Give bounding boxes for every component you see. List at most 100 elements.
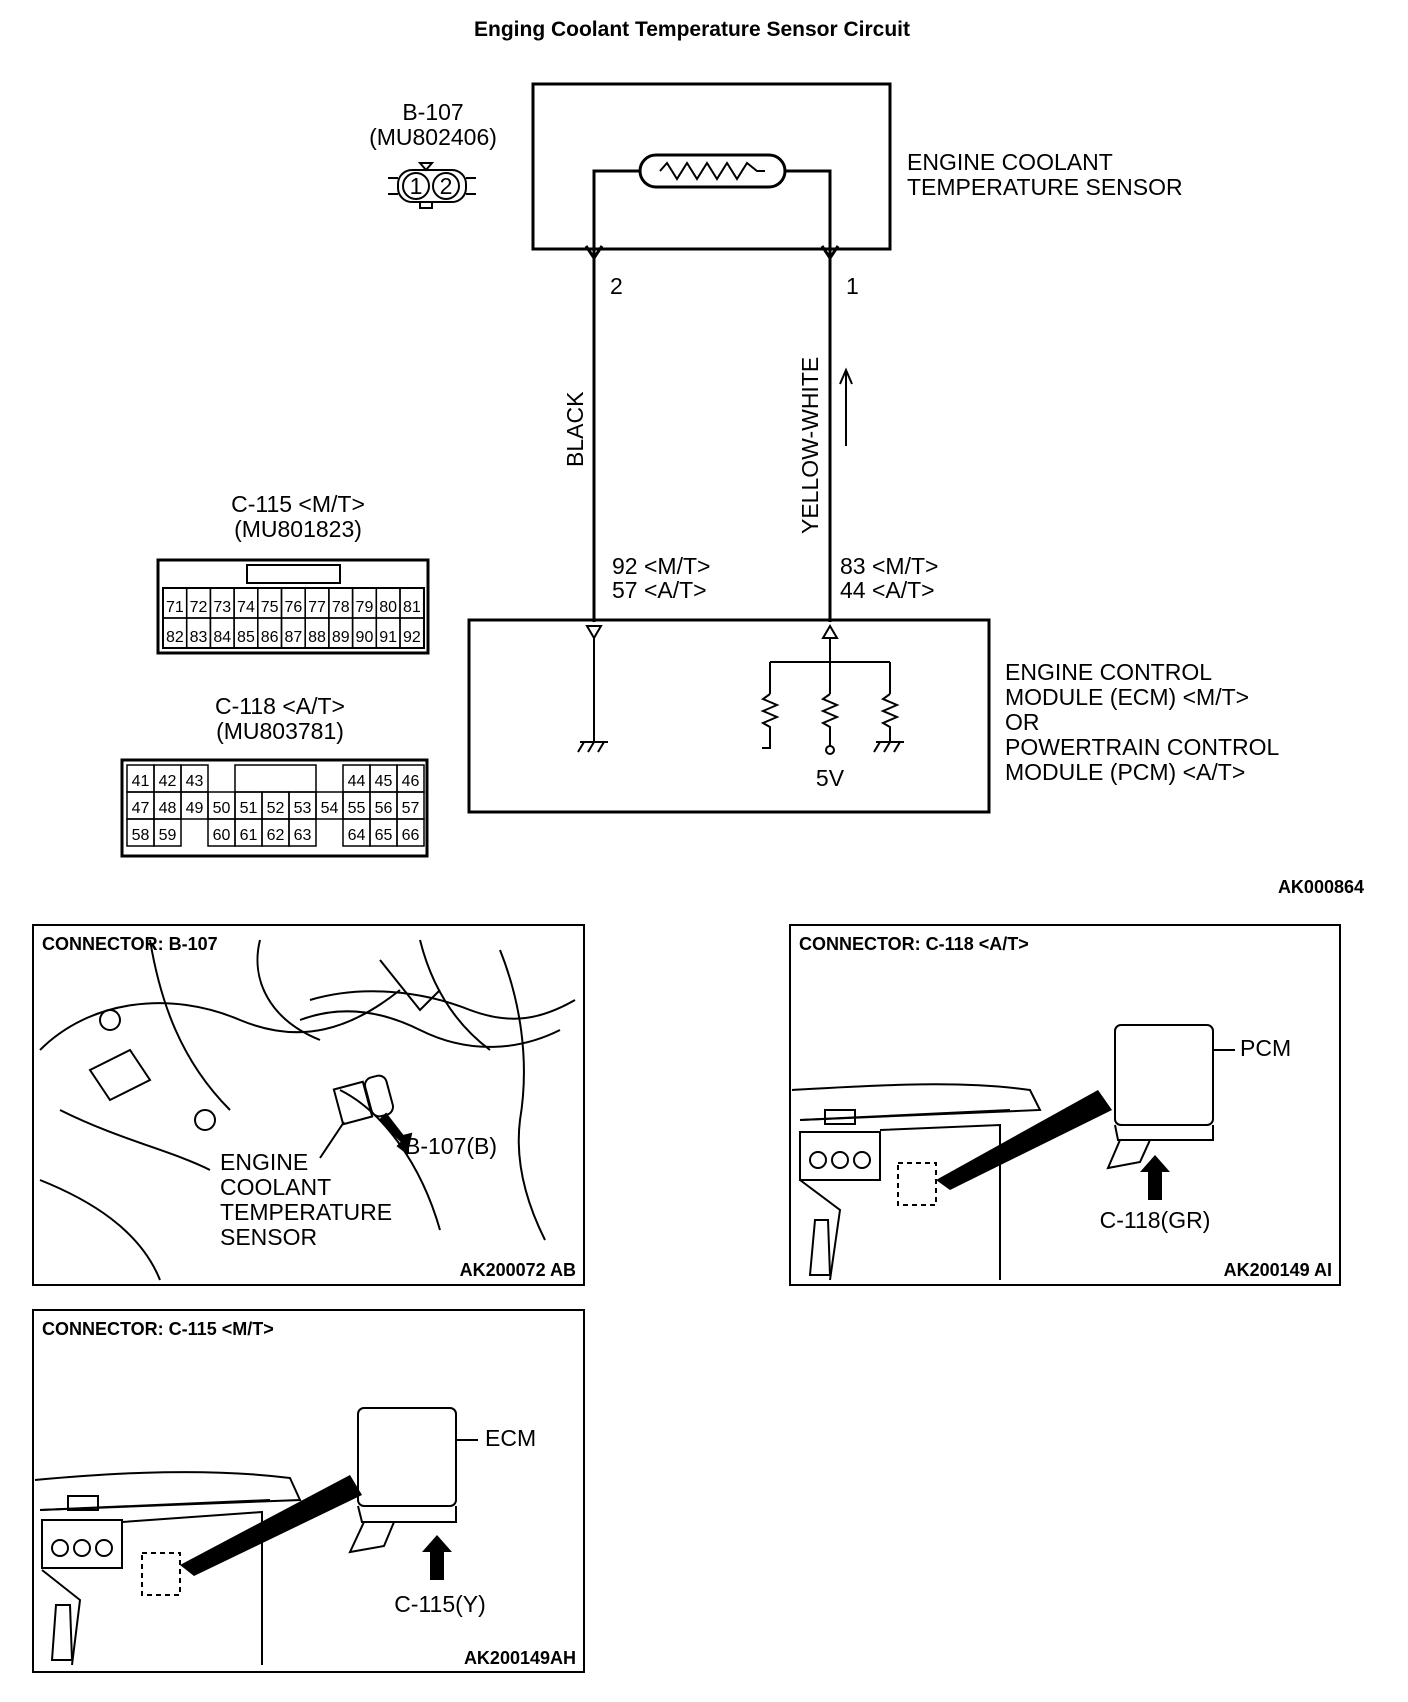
dashboard-illustration bbox=[791, 1083, 1042, 1281]
panel-c118-code: AK200149 AI bbox=[1224, 1260, 1332, 1280]
diagram-title: Enging Coolant Temperature Sensor Circui… bbox=[474, 18, 910, 41]
c115-pin-75: 75 bbox=[261, 599, 279, 616]
panel-b107-label-1: ENGINE bbox=[220, 1149, 308, 1175]
panel-b107-label-2: COOLANT bbox=[220, 1174, 331, 1200]
c118-pin-41: 41 bbox=[132, 773, 150, 790]
c118-pin-55: 55 bbox=[348, 800, 366, 817]
c118-pin-58: 58 bbox=[132, 827, 150, 844]
panel-b107: CONNECTOR: B-107 B-107(B) ENGINE COOLANT… bbox=[32, 924, 585, 1286]
connector-b107-symbol: B-107 (MU802406) 1 2 bbox=[369, 99, 497, 209]
ecm-label-line-3: OR bbox=[1005, 709, 1040, 735]
ecm-module: 5V bbox=[467, 618, 991, 814]
c115-pin-90: 90 bbox=[356, 629, 374, 646]
ecm-label-line-2: MODULE (ECM) <M/T> bbox=[1005, 684, 1249, 710]
ecm-pin-right-at: 44 <A/T> bbox=[840, 577, 935, 603]
c115-pin-71: 71 bbox=[166, 599, 184, 616]
sensor-label-line-2: TEMPERATURE SENSOR bbox=[907, 174, 1183, 200]
c118-pin-64: 64 bbox=[348, 827, 366, 844]
connector-c118-part: (MU803781) bbox=[216, 718, 344, 744]
c118-pin-52: 52 bbox=[267, 800, 285, 817]
pull-up-resistor-icon bbox=[760, 693, 780, 749]
c118-pin-44: 44 bbox=[348, 773, 366, 790]
c118-pin-46: 46 bbox=[402, 773, 420, 790]
c118-key-block bbox=[234, 764, 317, 793]
c115-pin-74: 74 bbox=[237, 599, 255, 616]
panel-b107-title: CONNECTOR: B-107 bbox=[42, 934, 218, 954]
c118-pin-66: 66 bbox=[402, 827, 420, 844]
c118-cell bbox=[396, 818, 425, 847]
c115-pin-82: 82 bbox=[166, 629, 184, 646]
c115-pin-91: 91 bbox=[379, 629, 397, 646]
ecm-pin-left-mt: 92 <M/T> bbox=[612, 553, 710, 579]
thermistor-resistor-icon bbox=[659, 161, 765, 181]
sensor-pin-left: 2 bbox=[610, 273, 623, 299]
ecm-label-line-4: POWERTRAIN CONTROL bbox=[1005, 734, 1280, 760]
c115-pin-92: 92 bbox=[403, 629, 421, 646]
panel-b107-callout: B-107(B) bbox=[405, 1133, 497, 1159]
panel-c118-callout: C-118(GR) bbox=[1100, 1207, 1211, 1233]
ecm-label-line-1: ENGINE CONTROL bbox=[1005, 659, 1212, 685]
connector-b107-pin-1: 1 bbox=[410, 173, 423, 199]
c118-pin-60: 60 bbox=[213, 827, 231, 844]
c115-pin-73: 73 bbox=[213, 599, 231, 616]
connector-c118-id: C-118 <A/T> bbox=[215, 693, 345, 719]
c118-pin-62: 62 bbox=[267, 827, 285, 844]
c118-pin-51: 51 bbox=[240, 800, 258, 817]
c118-arrow-icon bbox=[1140, 1155, 1170, 1200]
c115-cell bbox=[399, 617, 425, 649]
c115-pin-80: 80 bbox=[379, 599, 397, 616]
ground-icon bbox=[577, 741, 608, 753]
pcm-zoom-beam bbox=[936, 1090, 1112, 1190]
coolant-temperature-sensor bbox=[531, 82, 892, 261]
c118-pin-45: 45 bbox=[375, 773, 393, 790]
c115-pin-84: 84 bbox=[213, 629, 231, 646]
sensor-label-line-1: ENGINE COOLANT bbox=[907, 149, 1113, 175]
c115-pin-72: 72 bbox=[190, 599, 208, 616]
c118-pin-53: 53 bbox=[294, 800, 312, 817]
ecm-unit-icon bbox=[357, 1407, 457, 1507]
connector-b107-part: (MU802406) bbox=[369, 124, 497, 150]
c118-pin-54: 54 bbox=[321, 800, 339, 817]
panel-c118: CONNECTOR: C-118 <A/T> PCM C-118(GR) AK2… bbox=[789, 924, 1341, 1286]
c118-pin-42: 42 bbox=[159, 773, 177, 790]
c115-pin-85: 85 bbox=[237, 629, 255, 646]
ecm-location-marker bbox=[141, 1552, 181, 1596]
c115-pin-76: 76 bbox=[284, 599, 302, 616]
pcm-location-marker bbox=[897, 1162, 937, 1206]
dashboard-illustration-2 bbox=[34, 1471, 302, 1666]
engine-bay-illustration bbox=[39, 939, 576, 1281]
ecm-label-line-5: MODULE (PCM) <A/T> bbox=[1005, 759, 1245, 785]
ground-icon-2 bbox=[873, 741, 904, 753]
supply-voltage-label: 5V bbox=[816, 765, 845, 791]
pull-down-resistor-icon bbox=[880, 693, 900, 742]
c118-cell bbox=[153, 818, 182, 847]
b107-arrow-icon bbox=[378, 1112, 413, 1155]
connector-b107-id: B-107 bbox=[402, 99, 463, 125]
wire-color-left: BLACK bbox=[562, 391, 588, 467]
c118-pin-43: 43 bbox=[186, 773, 204, 790]
c115-pin-79: 79 bbox=[356, 599, 374, 616]
panel-c115-title: CONNECTOR: C-115 <M/T> bbox=[42, 1319, 274, 1339]
c115-pin-77: 77 bbox=[308, 599, 326, 616]
c115-pin-81: 81 bbox=[403, 599, 421, 616]
wire-color-right: YELLOW-WHITE bbox=[797, 357, 823, 534]
bias-resistor-icon bbox=[820, 693, 840, 746]
c118-pin-63: 63 bbox=[294, 827, 312, 844]
c118-pin-49: 49 bbox=[186, 800, 204, 817]
c115-pin-89: 89 bbox=[332, 629, 350, 646]
panel-c115-unit: ECM bbox=[485, 1425, 536, 1451]
c118-pin-59: 59 bbox=[159, 827, 177, 844]
c115-pin-83: 83 bbox=[190, 629, 208, 646]
panel-b107-label-4: SENSOR bbox=[220, 1224, 317, 1250]
ecm-zoom-beam bbox=[180, 1475, 362, 1576]
c118-pin-56: 56 bbox=[375, 800, 393, 817]
sensor-pin-right: 1 bbox=[846, 273, 859, 299]
panel-c118-title: CONNECTOR: C-118 <A/T> bbox=[799, 934, 1029, 954]
connector-b107-pin-2: 2 bbox=[440, 173, 453, 199]
panel-c115-code: AK200149AH bbox=[464, 1648, 576, 1668]
panel-b107-label-3: TEMPERATURE bbox=[220, 1199, 392, 1225]
c115-pin-88: 88 bbox=[308, 629, 326, 646]
c115-pin-86: 86 bbox=[261, 629, 279, 646]
